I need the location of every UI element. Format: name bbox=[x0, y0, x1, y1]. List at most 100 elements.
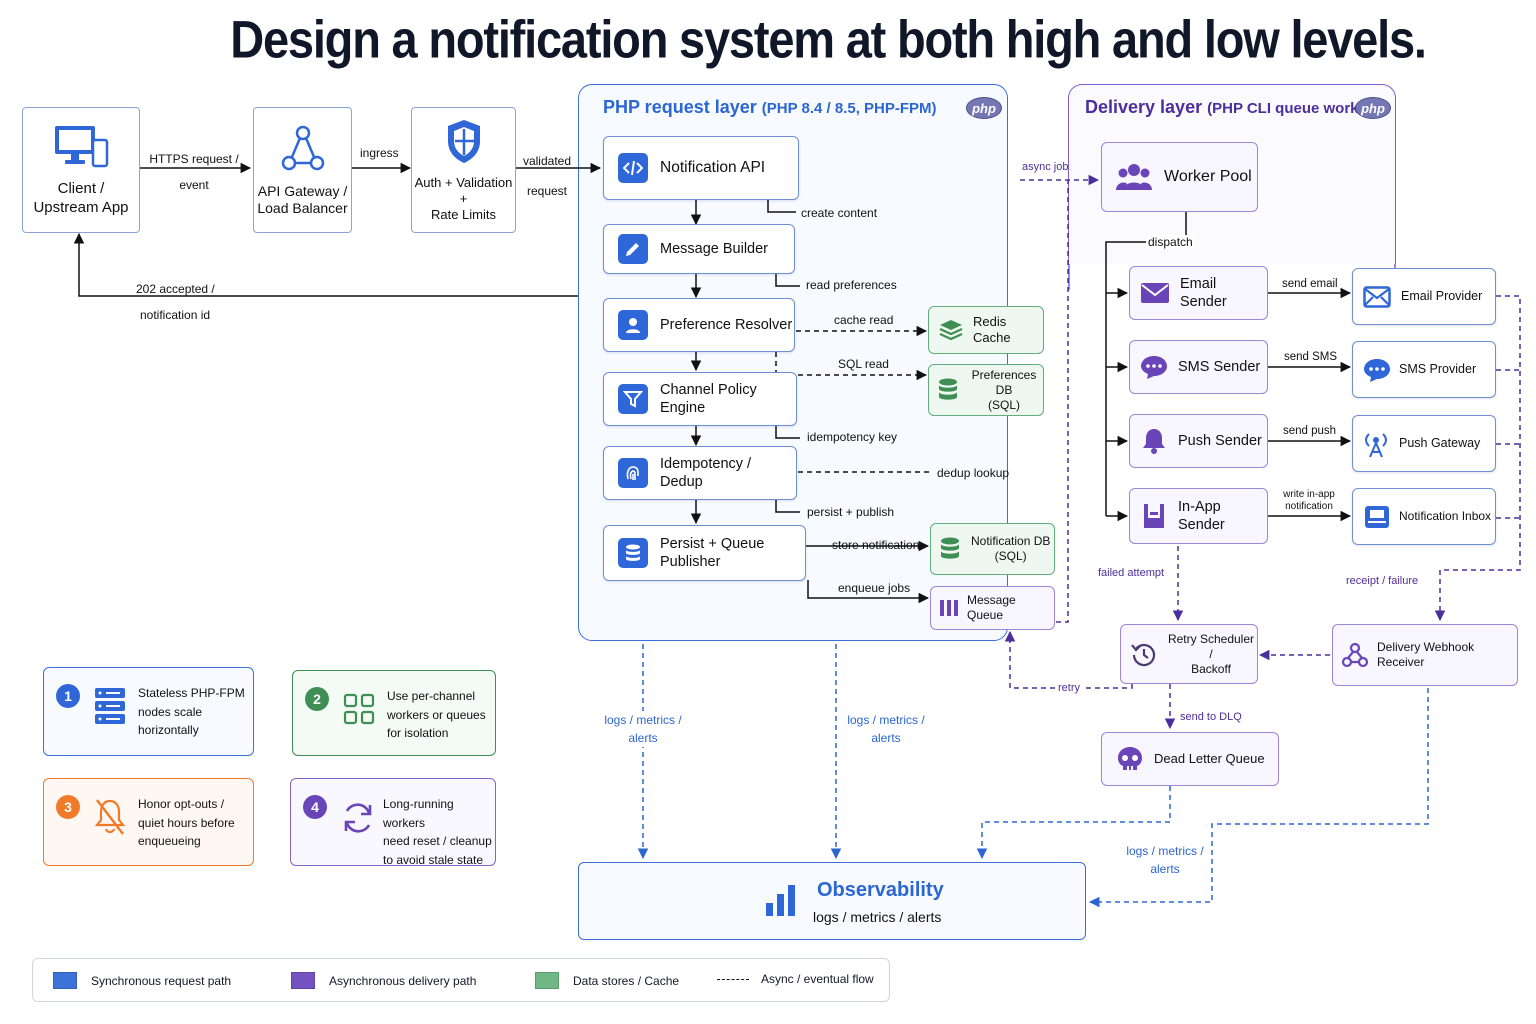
legend-item-sync: Synchronous request path bbox=[53, 972, 231, 989]
notification-inbox-node[interactable]: Notification Inbox bbox=[1352, 488, 1496, 545]
send-email-label: send email bbox=[1282, 278, 1338, 290]
retry-scheduler-node[interactable]: Retry Scheduler / Backoff bbox=[1120, 624, 1258, 684]
https-label-line1: HTTPS request / bbox=[149, 152, 239, 166]
write-inapp-line2: notification bbox=[1285, 501, 1333, 512]
auth-label: Auth + Validation + Rate Limits bbox=[412, 175, 515, 224]
channel-policy-label: Channel Policy Engine bbox=[660, 381, 757, 416]
delivery-layer-title-text: Delivery layer bbox=[1085, 97, 1203, 117]
idempotency-dedup-label: Idempotency / Dedup bbox=[660, 455, 752, 490]
gateway-label: API Gateway / Load Balancer bbox=[257, 183, 347, 218]
legend: Synchronous request path Asynchronous de… bbox=[32, 958, 890, 1002]
code-icon bbox=[618, 153, 648, 183]
client-label-line2: Upstream App bbox=[33, 199, 129, 216]
push-gateway-label: Push Gateway bbox=[1399, 435, 1481, 450]
https-label-line2: event bbox=[179, 178, 209, 192]
note-text: Honor opt-outs / quiet hours before enqu… bbox=[138, 795, 235, 851]
note-opt-outs: 3 Honor opt-outs / quiet hours before en… bbox=[43, 778, 254, 866]
preferences-db-line2: (SQL) bbox=[987, 397, 1020, 412]
inapp-sender-node[interactable]: In-App Sender bbox=[1129, 488, 1268, 544]
send-sms-label: send SMS bbox=[1284, 351, 1338, 363]
delivery-webhook-node[interactable]: Delivery Webhook Receiver bbox=[1332, 624, 1518, 686]
chat-bubble-icon bbox=[1140, 354, 1168, 380]
observability-subtitle: logs / metrics / alerts bbox=[813, 909, 942, 925]
sms-provider-node[interactable]: SMS Provider bbox=[1352, 341, 1496, 398]
push-gateway-node[interactable]: Push Gateway bbox=[1352, 415, 1496, 472]
php-layer-subtitle: (PHP 8.4 / 8.5, PHP-FPM) bbox=[761, 100, 937, 117]
push-sender-node[interactable]: Push Sender bbox=[1129, 414, 1268, 468]
write-inapp-line1: write in-app bbox=[1283, 489, 1335, 500]
note-line: enqueueing bbox=[138, 834, 201, 849]
worker-pool-node[interactable]: Worker Pool bbox=[1101, 142, 1258, 212]
sms-sender-node[interactable]: SMS Sender bbox=[1129, 340, 1268, 394]
logs1-line1: logs / metrics / bbox=[604, 713, 682, 727]
channel-policy-node[interactable]: Channel Policy Engine bbox=[603, 372, 797, 426]
queue-bars-icon bbox=[939, 599, 959, 617]
retry-scheduler-line1: Retry Scheduler / bbox=[1167, 631, 1255, 661]
sms-sender-label: SMS Sender bbox=[1178, 358, 1261, 375]
preferences-db-node[interactable]: Preferences DB (SQL) bbox=[928, 364, 1044, 416]
store-notification-label: store notification bbox=[832, 538, 920, 552]
validated-request-label: validated request bbox=[518, 146, 576, 206]
message-queue-node[interactable]: Message Queue bbox=[930, 586, 1055, 630]
message-builder-node[interactable]: Message Builder bbox=[603, 224, 795, 274]
pencil-icon bbox=[618, 234, 648, 264]
php-layer-title-text: PHP request layer bbox=[603, 97, 757, 117]
receipt-failure-label: receipt / failure bbox=[1346, 575, 1419, 587]
notification-db-line1: Notification DB bbox=[971, 534, 1051, 548]
webhook-icon bbox=[1341, 641, 1369, 669]
envelope-icon bbox=[1140, 281, 1170, 305]
filter-icon bbox=[618, 384, 648, 414]
notification-db-node[interactable]: Notification DB (SQL) bbox=[930, 523, 1055, 575]
legend-swatch bbox=[291, 972, 315, 989]
idempotency-dedup-node[interactable]: Idempotency / Dedup bbox=[603, 446, 797, 500]
email-sender-node[interactable]: Email Sender bbox=[1129, 266, 1268, 320]
validated-label-line2: request bbox=[526, 184, 568, 198]
gateway-label-line2: Load Balancer bbox=[257, 200, 348, 216]
bell-icon bbox=[1142, 427, 1166, 455]
preference-resolver-node[interactable]: Preference Resolver bbox=[603, 298, 795, 352]
dead-letter-queue-node[interactable]: Dead Letter Queue bbox=[1101, 732, 1279, 786]
write-inapp-label: write in-app notification bbox=[1274, 489, 1344, 513]
antenna-icon bbox=[1363, 430, 1389, 458]
api-gateway-node[interactable]: API Gateway / Load Balancer bbox=[253, 107, 352, 233]
auth-validation-node[interactable]: Auth + Validation + Rate Limits bbox=[411, 107, 516, 233]
database-icon bbox=[939, 536, 961, 562]
inbox-icon bbox=[1142, 502, 1166, 530]
skull-icon bbox=[1116, 745, 1144, 773]
observability-title: Observability bbox=[817, 879, 944, 901]
delivery-layer-subtitle: (PHP CLI queue workers) bbox=[1207, 100, 1387, 117]
network-nodes-icon bbox=[281, 125, 324, 170]
client-label-line1: Client / bbox=[57, 180, 105, 198]
gateway-label-line1: API Gateway / bbox=[257, 182, 348, 199]
note-line: quiet hours before bbox=[138, 815, 235, 830]
history-clock-icon bbox=[1131, 641, 1157, 667]
worker-pool-label: Worker Pool bbox=[1164, 168, 1252, 185]
email-provider-node[interactable]: Email Provider bbox=[1352, 268, 1496, 325]
php-layer-title: PHP request layer (PHP 8.4 / 8.5, PHP-FP… bbox=[603, 97, 937, 118]
redis-cache-node[interactable]: Redis Cache bbox=[928, 306, 1044, 354]
observability-node[interactable]: Observability logs / metrics / alerts bbox=[578, 862, 1086, 940]
https-request-label: HTTPS request / event bbox=[148, 146, 240, 198]
email-sender-label: Email Sender bbox=[1180, 275, 1227, 310]
failed-attempt-label: failed attempt bbox=[1098, 567, 1165, 579]
note-line: Use per-channel bbox=[387, 689, 476, 703]
note-text: Long-running workers need reset / cleanu… bbox=[383, 795, 495, 869]
legend-label: Async / eventual flow bbox=[761, 972, 874, 986]
legend-dash-line bbox=[717, 978, 749, 980]
note-line: Stateless PHP-FPM bbox=[138, 686, 245, 700]
user-icon bbox=[618, 310, 648, 340]
delivery-layer-title: Delivery layer (PHP CLI queue workers) bbox=[1085, 97, 1386, 118]
message-queue-label: Message Queue bbox=[967, 593, 1016, 622]
note-text: Use per-channel workers or queues for is… bbox=[387, 687, 486, 743]
notification-api-node[interactable]: Notification API bbox=[603, 136, 799, 200]
notification-db-label: Notification DB (SQL) bbox=[971, 534, 1050, 564]
legend-label: Asynchronous delivery path bbox=[329, 973, 477, 988]
persist-publisher-node[interactable]: Persist + Queue Publisher bbox=[603, 525, 806, 581]
client-node[interactable]: Client / Upstream App bbox=[22, 107, 140, 233]
legend-swatch bbox=[53, 972, 77, 989]
logs3-line1: logs / metrics / bbox=[1126, 844, 1204, 858]
logs1-line2: alerts bbox=[628, 731, 658, 745]
fingerprint-icon bbox=[618, 458, 648, 488]
grid-squares-icon bbox=[343, 693, 375, 731]
note-number-badge: 2 bbox=[305, 687, 329, 711]
